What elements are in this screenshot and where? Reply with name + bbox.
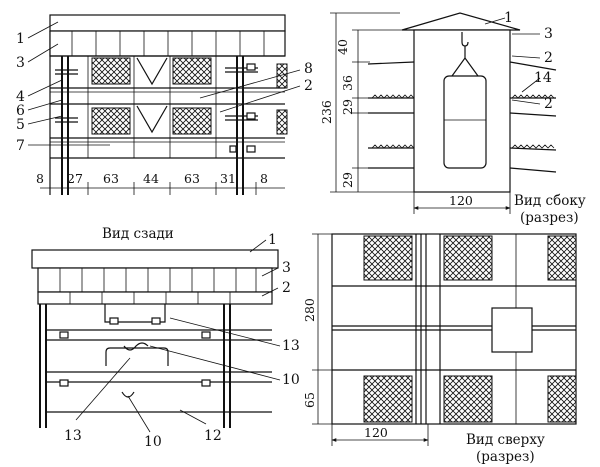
part-label: 2 (304, 78, 313, 94)
dim-label: 29 (340, 172, 355, 188)
view-caption: Вид сверху (466, 432, 545, 448)
dim-label: 31 (220, 171, 236, 186)
part-label: 2 (544, 96, 553, 112)
view-caption: (разрез) (476, 449, 535, 465)
dim-label: 27 (67, 171, 83, 186)
part-label: 2 (282, 280, 291, 296)
part-label: 1 (504, 10, 513, 26)
part-label: 2 (544, 50, 553, 66)
dim-label: 40 (335, 39, 350, 55)
part-label: 10 (144, 434, 162, 450)
dim-label: 120 (364, 425, 388, 440)
part-label: 3 (282, 260, 291, 276)
part-label: 3 (544, 26, 553, 42)
part-label: 14 (534, 70, 552, 86)
fascia-row (37, 267, 273, 293)
mesh-panel (547, 235, 577, 281)
mesh-panel (443, 235, 493, 281)
dim-label: 8 (260, 171, 268, 186)
roof-board (49, 14, 286, 32)
mesh-panel (91, 107, 131, 135)
part-label: 13 (282, 338, 300, 354)
fascia-row (49, 30, 286, 57)
part-label: 7 (16, 138, 25, 154)
front-view: 8 27 63 44 63 31 8 1 3 4 6 5 7 8 2 (16, 14, 313, 195)
part-label: 10 (282, 372, 300, 388)
part-label: 8 (304, 61, 313, 77)
top-view: 280 65 120 Вид сверху (разрез) (302, 233, 577, 465)
mesh-panel (363, 235, 413, 281)
view-caption: Вид сзади (102, 226, 174, 242)
dim-label: 65 (302, 392, 317, 408)
view-caption: (разрез) (520, 210, 579, 226)
mesh-panel (91, 57, 131, 85)
hanging-feeder (443, 75, 487, 169)
dim-label: 63 (103, 171, 119, 186)
view-caption: Вид сбоку (514, 193, 586, 209)
feeder-box (491, 307, 533, 353)
dim-label: 29 (340, 99, 355, 115)
mesh-panel (443, 375, 493, 423)
dim-label: 63 (184, 171, 200, 186)
mesh-panel (276, 109, 288, 135)
dim-label: 236 (319, 100, 334, 124)
dim-label: 44 (143, 171, 159, 186)
part-label: 12 (204, 428, 222, 444)
feeder-trough (136, 105, 168, 134)
part-label: 13 (64, 428, 82, 444)
dim-label: 36 (340, 75, 355, 91)
dim-label: 280 (302, 298, 317, 322)
mesh-panel (172, 57, 212, 85)
part-label: 6 (16, 103, 25, 119)
part-label: 5 (16, 117, 25, 133)
part-label: 1 (16, 31, 25, 47)
rear-view: Вид сзади (31, 226, 300, 450)
part-label: 3 (16, 55, 25, 71)
side-view: 40 236 36 29 29 120 Вид сбоку (разрез) 1… (319, 10, 586, 226)
side-roof (401, 12, 521, 31)
dim-label: 120 (449, 193, 473, 208)
mesh-panel (547, 375, 577, 423)
part-label: 4 (16, 89, 25, 105)
mesh-panel (172, 107, 212, 135)
dim-label: 8 (36, 171, 44, 186)
mesh-panel (363, 375, 413, 423)
part-label: 1 (268, 232, 277, 248)
roof-board (31, 249, 279, 269)
feeder-trough (136, 57, 168, 86)
